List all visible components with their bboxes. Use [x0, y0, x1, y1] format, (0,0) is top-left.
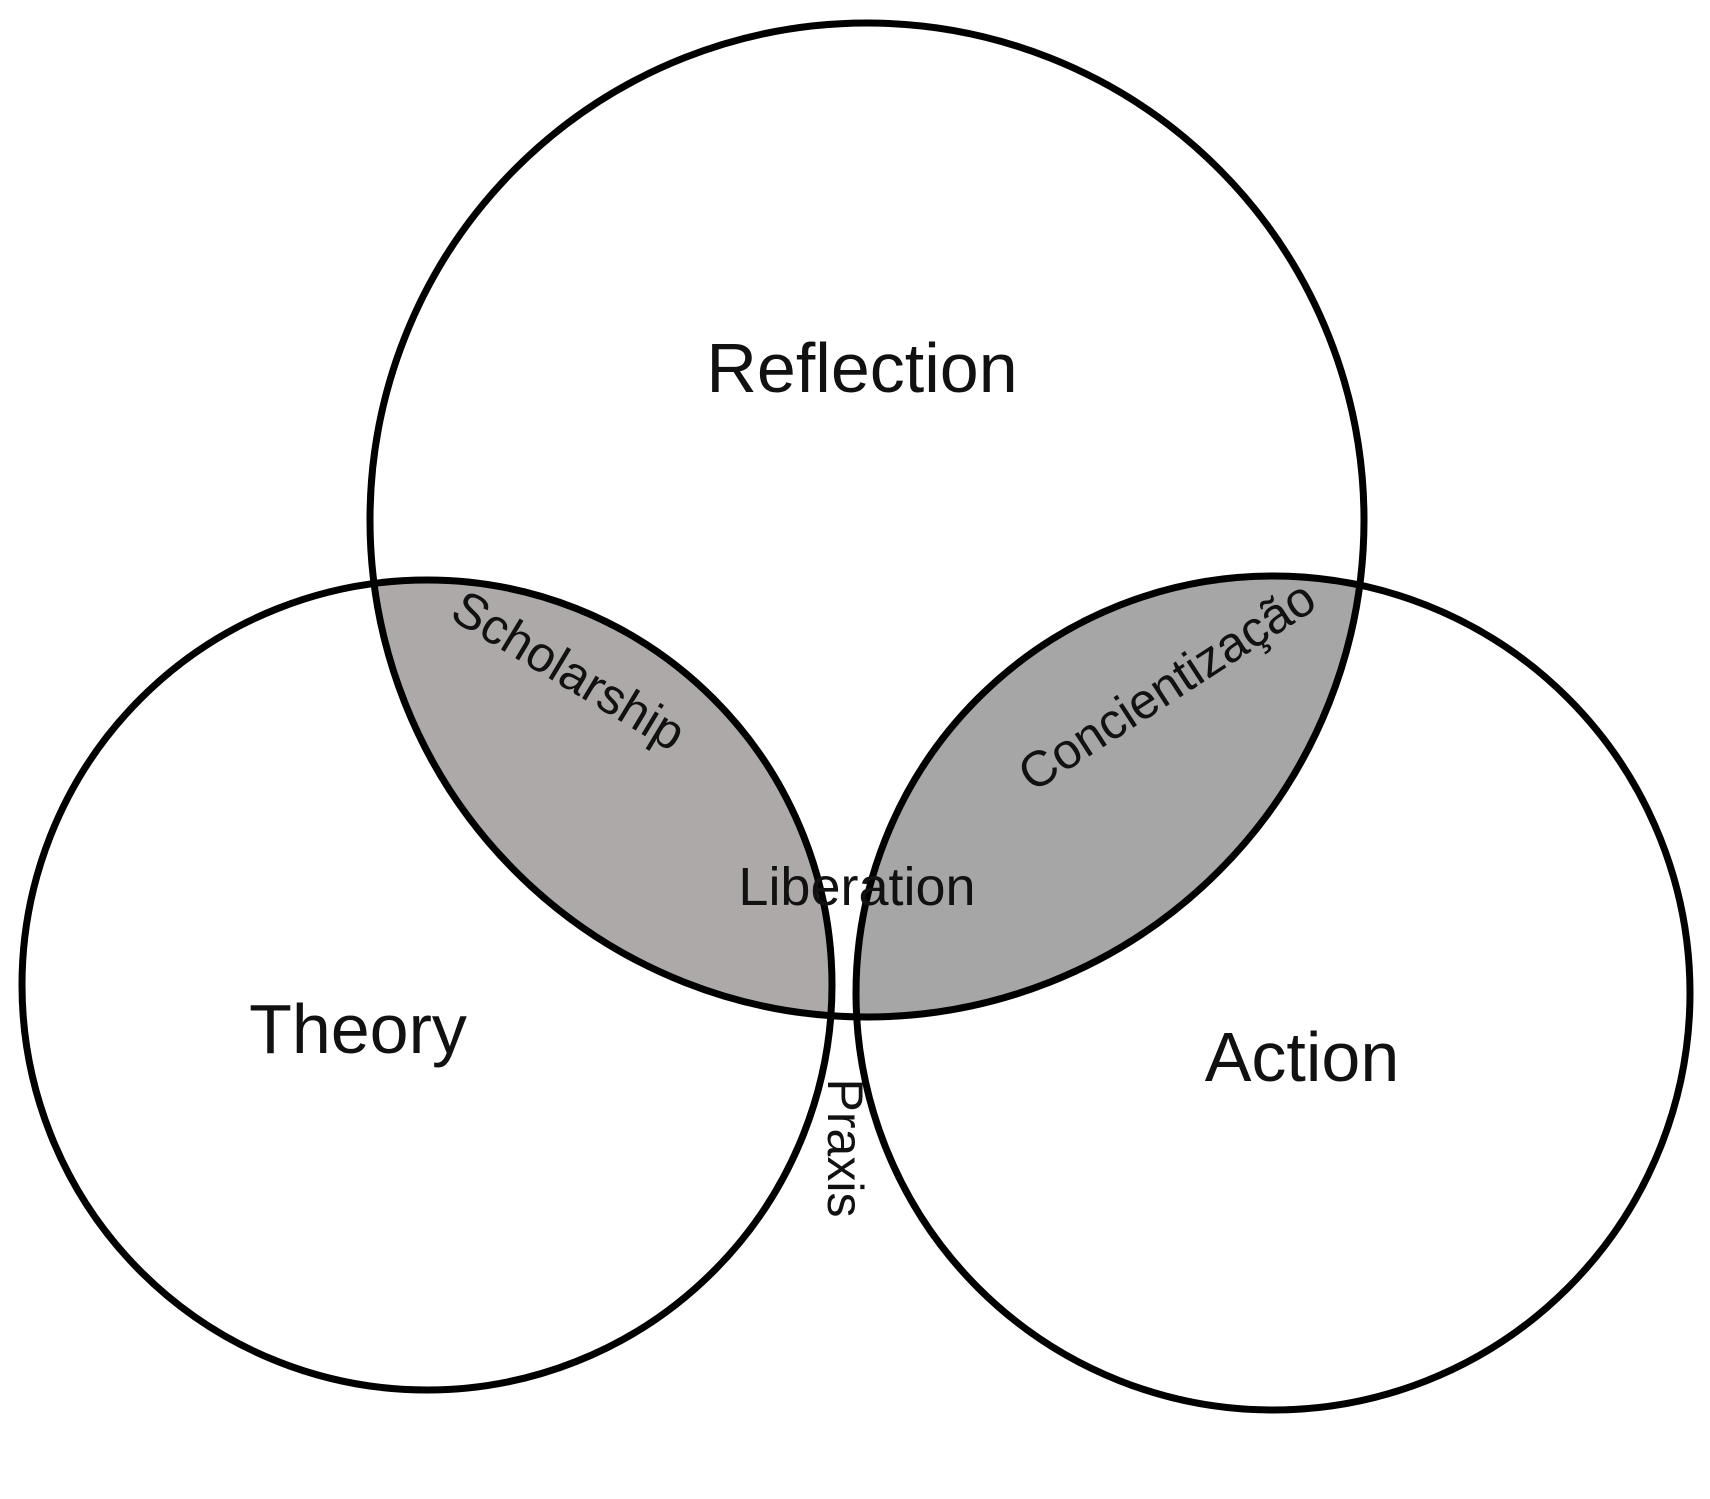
concientizacao-region [856, 576, 1364, 1017]
praxis-label: Praxis [817, 1079, 873, 1218]
theory-circle [18, 576, 836, 1394]
liberation-label: Liberation [738, 857, 975, 917]
action-label: Action [1205, 1018, 1400, 1096]
action-circle [852, 572, 1694, 1414]
reflection-label: Reflection [706, 329, 1017, 407]
scholarship-region [370, 580, 832, 1017]
reflection-circle [366, 19, 1368, 1021]
theory-label: Theory [249, 990, 467, 1068]
